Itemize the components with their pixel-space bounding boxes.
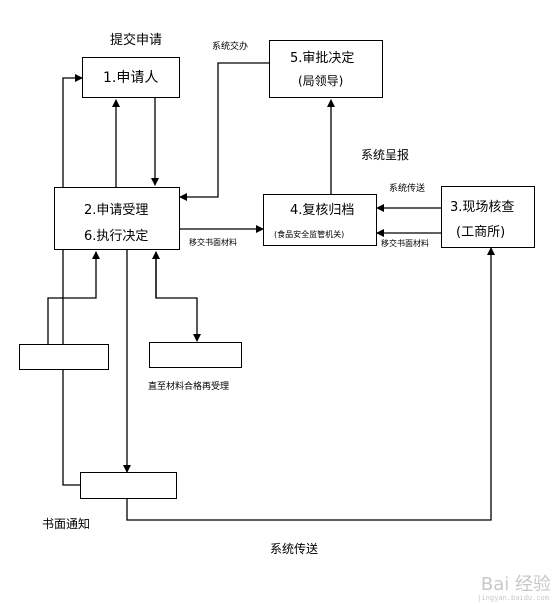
review-archive-box: 4.复核归档 (食品安全监管机关) xyxy=(263,194,377,246)
watermark-url: jingyan.baidu.com xyxy=(477,594,549,602)
accept-label: 2.申请受理 xyxy=(84,203,149,218)
approval-box: 5.审批决定 (局领导) xyxy=(269,40,383,98)
approval-label: 5.审批决定 xyxy=(290,51,355,66)
arrow-leftbox-to-accept xyxy=(47,251,100,344)
arrow-notice-to-applicant xyxy=(62,74,83,486)
transfer-materials-right-label: 移交书面材料 xyxy=(381,239,429,248)
arrow-approval-to-accept xyxy=(179,62,269,201)
notice-box xyxy=(80,472,177,499)
site-check-box: 3.现场核查 (工商所) xyxy=(441,186,535,248)
transfer-materials-left-label: 移交书面材料 xyxy=(189,238,237,247)
system-transmit-top-label: 系统传送 xyxy=(389,184,426,194)
left-empty-box xyxy=(19,344,109,370)
approval-sub: (局领导) xyxy=(298,74,344,88)
arrow-accept-to-correction xyxy=(155,252,201,342)
submit-application-title: 提交申请 xyxy=(110,33,163,48)
accept-box: 2.申请受理 6.执行决定 xyxy=(54,187,180,250)
correction-box xyxy=(149,342,242,368)
accept-after-qualified-label: 直至材料合格再受理 xyxy=(148,382,230,392)
system-report-label: 系统呈报 xyxy=(361,148,410,162)
execute-label: 6.执行决定 xyxy=(84,229,149,244)
review-archive-sub: (食品安全监管机关) xyxy=(274,230,345,239)
arrow-accept-to-sitecheck xyxy=(126,247,495,521)
system-transmit-bottom-label: 系统传送 xyxy=(270,542,319,556)
applicant-box: 1.申请人 xyxy=(82,57,180,98)
site-check-label: 3.现场核查 xyxy=(450,200,515,215)
baidu-jingyan-watermark: Bai 经验 xyxy=(480,574,551,595)
site-check-sub: (工商所) xyxy=(456,225,506,240)
applicant-label: 1.申请人 xyxy=(103,70,159,86)
written-notice-label: 书面通知 xyxy=(42,517,91,531)
system-hand-over-label: 系统交办 xyxy=(212,42,249,52)
review-archive-label: 4.复核归档 xyxy=(290,203,355,218)
